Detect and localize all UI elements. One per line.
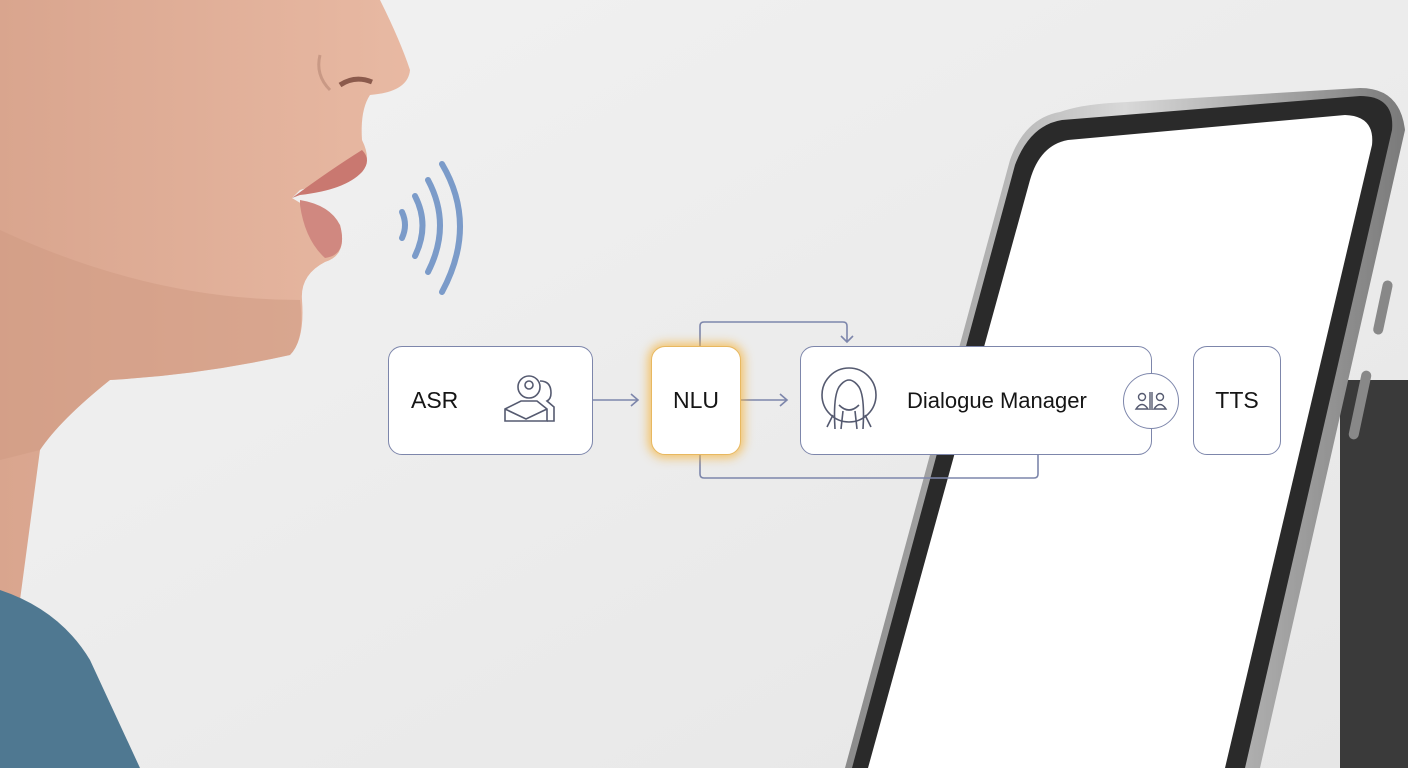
user-group-icon (504, 375, 555, 422)
arrow-asr-nlu (593, 393, 640, 407)
node-label: Dialogue Manager (907, 387, 1087, 413)
people-split-badge[interactable] (1123, 373, 1179, 429)
node-label: TTS (1215, 387, 1259, 413)
diagram-connectors (593, 321, 1039, 479)
person-face (0, 0, 410, 600)
node-label: ASR (411, 387, 459, 413)
person-halo-icon (821, 367, 877, 430)
loop-bottom (699, 455, 1039, 479)
sound-wave-icon (399, 161, 463, 295)
node-dialogue-manager[interactable]: Dialogue Manager (800, 346, 1179, 455)
node-nlu[interactable]: NLU (651, 346, 741, 455)
node-asr[interactable]: ASR (388, 346, 593, 455)
node-tts[interactable]: TTS (1193, 346, 1281, 455)
people-split-icon (1134, 392, 1168, 410)
loop-top (699, 321, 854, 346)
shirt (0, 590, 140, 768)
node-label: NLU (672, 387, 719, 413)
arrow-nlu-dm (741, 393, 789, 407)
